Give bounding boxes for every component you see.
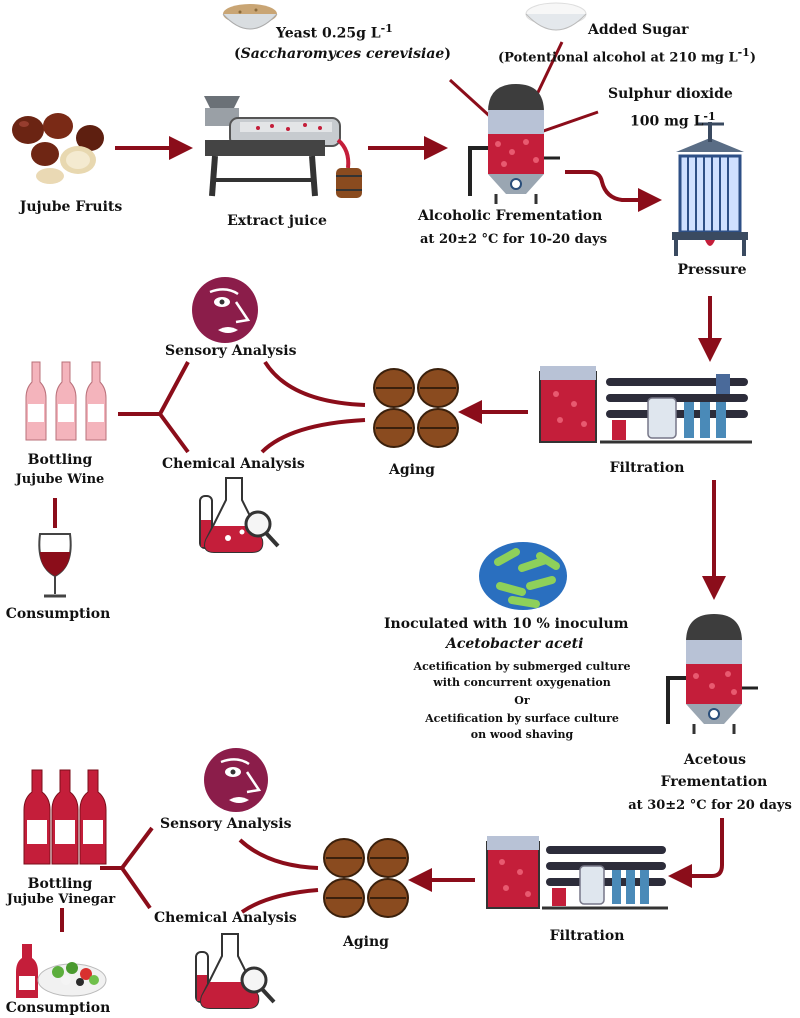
arrow-aging-to-sensory [263, 360, 366, 407]
fermentation-tank-icon [666, 614, 758, 734]
arrow-acetous-to-filtration [668, 818, 724, 888]
label-method-surface: Acetification by surface culture [425, 712, 619, 725]
yeast-dose: Yeast 0.25g L [276, 25, 381, 42]
label-method-submerged: Acetification by submerged culture [413, 660, 631, 673]
label-jujube-vinegar: Jujube Vinegar [6, 892, 116, 907]
label-sulphur-dioxide: Sulphur dioxide [608, 86, 733, 102]
label-sensory-analysis: Sensory Analysis [165, 343, 297, 359]
aging-barrels-icon [373, 368, 459, 448]
label-acetobacter: Acetobacter aceti [446, 636, 584, 652]
label-jujube-fruits: Jujube Fruits [19, 199, 123, 215]
label-sugar-detail: (Potentional alcohol at 210 mg L-1) [498, 46, 756, 66]
arrow-aging-to-chemical [260, 418, 366, 454]
bracket-wine-analysis [118, 361, 190, 454]
filtration-unit-icon [486, 836, 668, 910]
label-or: Or [514, 694, 530, 707]
label-yeast: Yeast 0.25g L-1 [276, 22, 393, 42]
label-alcoholic-fermentation: Alcoholic Frementation [418, 208, 603, 224]
barrel-icon [336, 168, 362, 198]
label-method-wood: on wood shaving [470, 728, 574, 741]
label-extract-juice: Extract juice [227, 213, 327, 229]
label-inoculated: Inoculated with 10 % inoculum [384, 616, 629, 632]
sugar-detail: Potentional alcohol at 210 mg L [504, 50, 738, 66]
vinegar-bottle-icon [23, 769, 107, 865]
bacteria-icon [479, 542, 567, 610]
arrow-aging2-to-chemical2 [240, 888, 319, 914]
yeast-species: Saccharomyces cerevisiae [240, 46, 445, 62]
label-filtration: Filtration [609, 460, 685, 476]
label-chemical-analysis-vinegar: Chemical Analysis [154, 910, 297, 926]
label-bottling-vinegar: Bottling [27, 876, 93, 892]
label-bottling: Bottling [27, 452, 93, 468]
label-alcoholic-fermentation-detail: at 20±2 °C for 10-20 days [420, 232, 608, 247]
label-chemical-analysis: Chemical Analysis [162, 456, 305, 472]
wine-bottle-icon [25, 361, 107, 441]
label-yeast-species: (Saccharomyces cerevisiae) [234, 46, 451, 62]
label-filtration-vinegar: Filtration [549, 928, 625, 944]
wine-glass-icon [38, 533, 72, 598]
sugar-exponent: -1 [737, 46, 750, 59]
jujube-fruit-icon [12, 113, 104, 184]
label-pressure: Pressure [677, 262, 747, 278]
label-sensory-analysis-vinegar: Sensory Analysis [160, 816, 292, 832]
juice-press-machine-icon [204, 96, 351, 197]
arrow-aging2-to-sensory2 [238, 838, 319, 870]
label-added-sugar: Added Sugar [588, 22, 689, 38]
aging-barrels-icon [323, 838, 409, 918]
fermentation-tank-icon [468, 84, 560, 204]
chemistry-flask-icon [195, 933, 276, 1009]
label-so2-amount: 100 mg L-1 [630, 110, 716, 130]
label-aging: Aging [389, 462, 435, 478]
sensory-face-icon [192, 277, 258, 343]
so2-amount: 100 mg L [630, 113, 704, 130]
sugar-bowl-icon [525, 2, 587, 31]
yeast-dose-exponent: -1 [380, 22, 393, 35]
label-consumption-vinegar: Consumption [5, 1000, 111, 1016]
wine-press-icon [672, 122, 748, 256]
label-acetous: Acetous [683, 752, 747, 768]
so2-exponent: -1 [703, 110, 716, 123]
label-method-oxygenation: with concurrent oxygenation [433, 676, 611, 689]
chemistry-flask-icon [199, 477, 280, 553]
label-consumption: Consumption [5, 606, 111, 622]
salad-bowl-icon [16, 944, 107, 998]
flow-arrows [53, 41, 726, 932]
label-aging-vinegar: Aging [343, 934, 389, 950]
label-jujube-wine: Jujube Wine [15, 472, 105, 487]
arrow-fermentation-to-press [565, 170, 662, 212]
label-acetous-fermentation: Frementation [660, 774, 768, 790]
sensory-face-icon [204, 748, 268, 812]
yeast-bowl-icon [222, 4, 278, 30]
bracket-vinegar-analysis [100, 826, 154, 910]
label-acetous-fermentation-detail: at 30±2 °C for 20 days [628, 798, 792, 813]
filtration-unit-icon [539, 366, 752, 444]
